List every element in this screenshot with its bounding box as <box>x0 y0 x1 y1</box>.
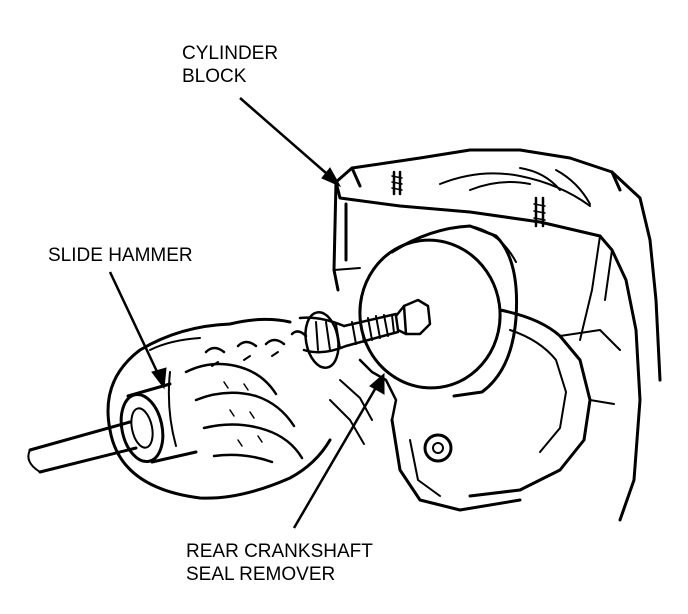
seal-remover-leader <box>292 383 380 529</box>
cylinder-block-label-line-1: CYLINDER <box>182 43 279 64</box>
seal-remover-label: REAR CRANKSHAFT SEAL REMOVER <box>186 540 373 586</box>
slide-hammer-label: SLIDE HAMMER <box>48 244 193 267</box>
cylinder-block-arrowhead <box>321 167 342 188</box>
slide-hammer-drawing <box>27 317 332 500</box>
cylinder-block-label-line-2: BLOCK <box>182 66 247 87</box>
slide-hammer-leader <box>108 271 162 379</box>
cylinder-block-drawing <box>329 148 662 522</box>
cylinder-block-leader <box>239 97 335 181</box>
cylinder-block-label: CYLINDER BLOCK <box>182 42 278 88</box>
slide-hammer-arrowhead <box>151 367 167 390</box>
seal-remover-label-line-1: REAR CRANKSHAFT <box>186 541 373 562</box>
seal-remover-arrowhead <box>369 372 385 395</box>
leader-lines <box>108 97 385 529</box>
slide-hammer-label-text: SLIDE HAMMER <box>48 245 193 266</box>
seal-remover-tool-drawing <box>298 224 519 398</box>
seal-remover-label-line-2: SEAL REMOVER <box>186 564 336 585</box>
